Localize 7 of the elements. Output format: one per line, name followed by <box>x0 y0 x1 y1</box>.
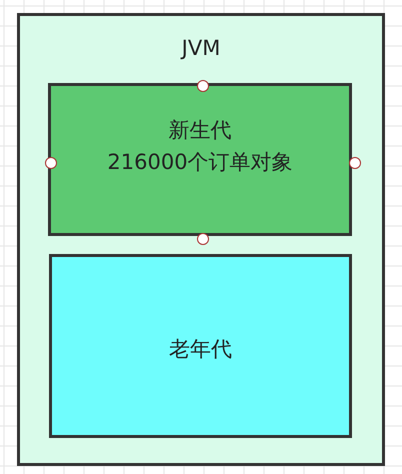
box-label: 216000个订单对象 <box>106 149 294 176</box>
process-box <box>49 254 352 438</box>
container-box <box>17 13 385 466</box>
process-box <box>48 83 352 236</box>
box-label: 新生代 <box>168 117 232 144</box>
container-title: JVM <box>180 36 222 60</box>
box-label: 老年代 <box>168 336 233 363</box>
